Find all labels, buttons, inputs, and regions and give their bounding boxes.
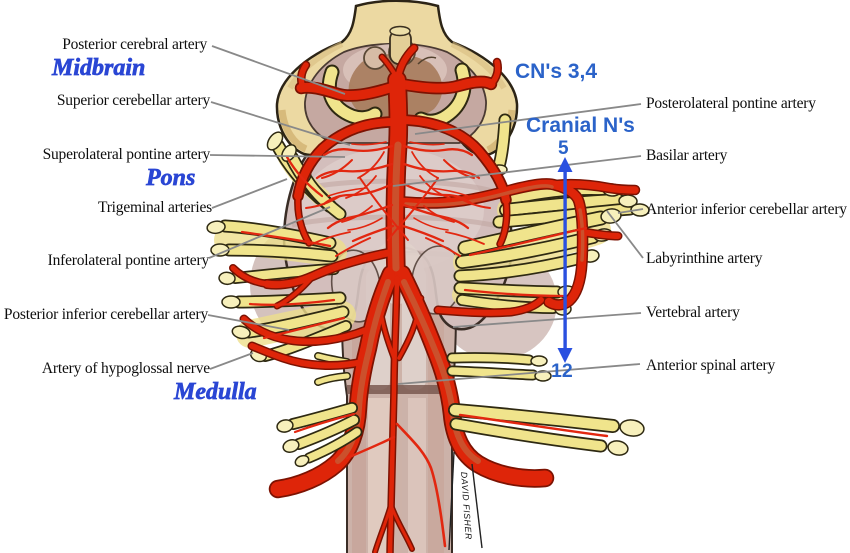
svg-text:DAVID FISHER: DAVID FISHER	[459, 471, 474, 540]
